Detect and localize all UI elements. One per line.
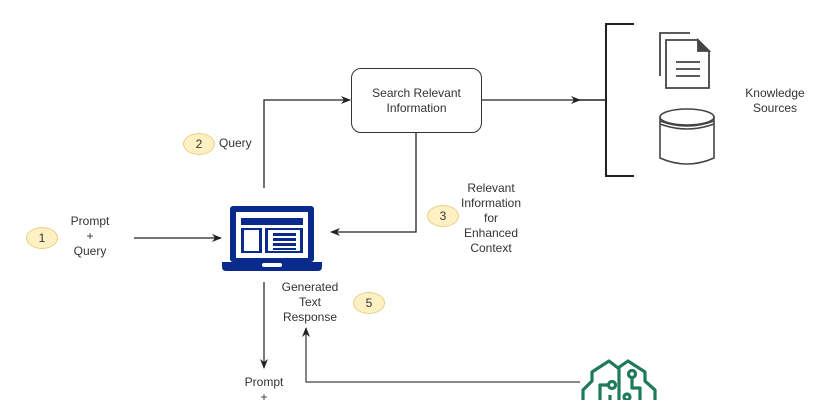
lower-prompt-line: + [260,390,268,404]
lower-prompt-line: Prompt [244,375,284,389]
step-3-line: Enhanced [463,226,519,240]
llm-brain-icon [581,359,657,400]
knowledge-line: Sources [752,101,798,115]
laptop-icon [222,206,322,271]
step-1-label: Prompt + Query [62,214,118,259]
step-2-label: Query [219,136,252,150]
documents-icon [659,32,712,89]
step-1-line: + [86,229,94,243]
step-5-label: Generated Text Response [274,280,346,325]
step-1-badge: 1 [26,227,58,249]
step-5-line: Text [298,295,321,309]
step-3-label: Relevant Information for Enhanced Contex… [455,181,527,256]
knowledge-line: Knowledge [745,86,805,100]
step-5-line: Generated [281,280,339,294]
step-3-line: Context [470,241,512,255]
step-5-badge: 5 [353,292,385,314]
arrow-laptop-to-search [263,96,351,188]
step-3-badge: 3 [427,205,459,227]
knowledge-bracket [605,23,634,177]
step-1-line: Query [73,244,107,258]
knowledge-sources-label: Knowledge Sources [735,86,815,116]
search-box-line1: Search Relevant [372,85,461,100]
step-2-badge: 2 [183,133,215,155]
arrow-search-to-laptop [330,133,417,236]
step-3-line: Information [460,196,522,210]
step-1-line: Prompt [70,214,110,228]
lower-prompt-label: Prompt + [236,375,292,405]
search-relevant-information-box: Search Relevant Information [351,68,482,133]
step-5-line: Response [282,310,338,324]
search-box-line2: Information [386,100,447,115]
step-3-line: Relevant [467,181,515,195]
database-icon [659,108,715,165]
arrow-llm-to-response [302,327,580,383]
step-3-line: for [483,211,498,225]
